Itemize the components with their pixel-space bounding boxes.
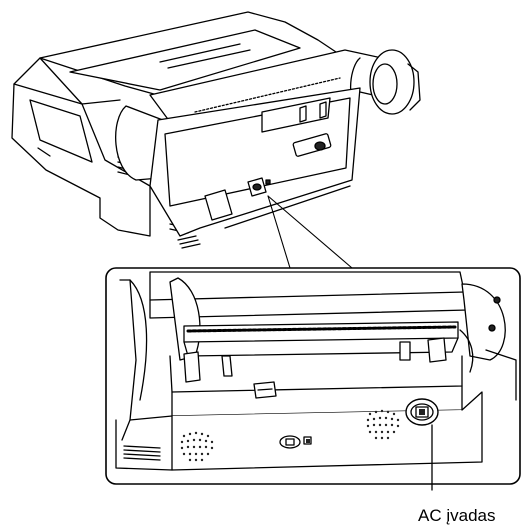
printer-rear-view [11,11,421,249]
grill-left [180,431,214,462]
ac-inlet-label: AC įvadas [418,506,496,525]
roll-holder [350,49,421,115]
interface-port [279,435,312,449]
paper-feed-slot [183,321,459,357]
side-vent [123,445,161,461]
zoom-lines [267,195,353,269]
right-vent-top [177,235,201,249]
grill-right [366,409,400,440]
ac-inlet [405,398,439,426]
detail-inset [105,267,521,485]
